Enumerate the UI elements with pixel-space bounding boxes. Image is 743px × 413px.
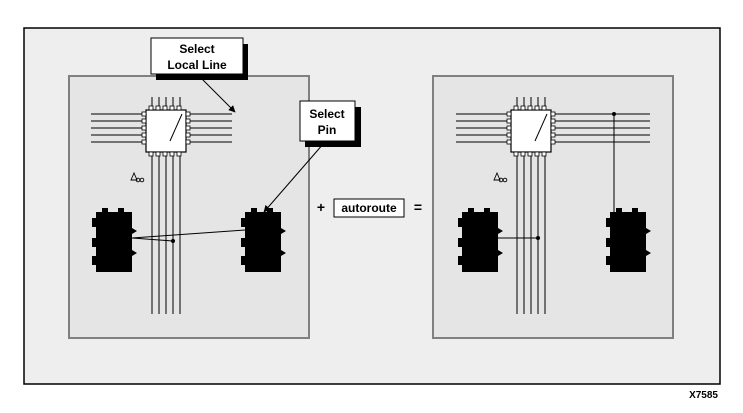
left-switch-matrix [141, 105, 191, 157]
pin-arrow [263, 142, 325, 213]
plus-sign: + [317, 199, 325, 215]
select-local-line-label-1: Select [179, 42, 214, 56]
right-connection-point-b [612, 112, 616, 116]
right-logic-block-b [606, 208, 651, 272]
left-logic-block-a [92, 208, 137, 272]
right-panel [432, 75, 674, 339]
figure-id: X7585 [689, 390, 718, 401]
autoroute-label: autoroute [341, 201, 397, 215]
select-pin-callout: Select Pin [299, 100, 361, 147]
select-pin-label-2: Pin [318, 123, 337, 137]
right-connection-point-a [536, 236, 540, 240]
right-pointer-icon [493, 171, 508, 183]
right-logic-block-a [458, 208, 503, 272]
equals-sign: = [414, 199, 422, 215]
left-pin-connections [131, 229, 246, 242]
select-local-line-callout: Select Local Line [150, 37, 248, 80]
select-local-line-label-2: Local Line [167, 58, 227, 72]
right-switch-matrix [506, 105, 556, 157]
right-routed-connections [498, 114, 615, 239]
select-pin-label-1: Select [309, 107, 344, 121]
left-connection-point [171, 239, 175, 243]
left-pointer-icon [130, 171, 145, 183]
left-logic-block-b [241, 208, 286, 272]
left-panel [68, 75, 310, 339]
autoroute-command: autoroute [333, 198, 405, 218]
local-line-arrow [198, 75, 236, 113]
